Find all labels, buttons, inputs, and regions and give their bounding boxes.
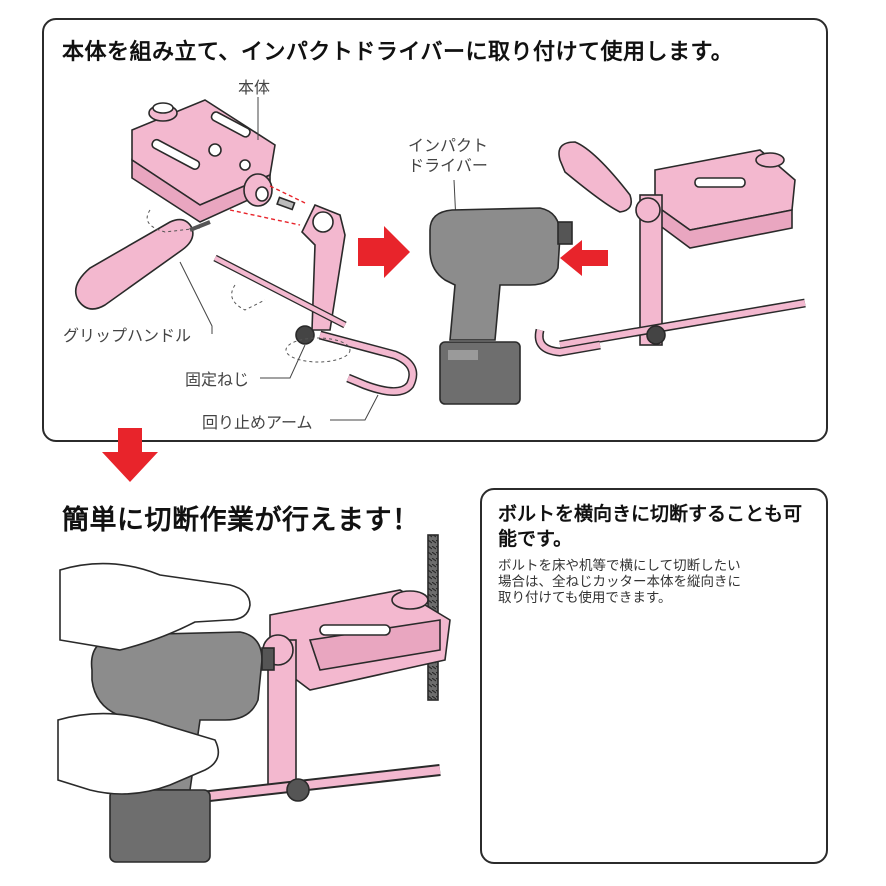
right-arrow-icon [358, 226, 410, 278]
exploded-tool-illustration [74, 99, 418, 396]
down-arrow-icon [102, 428, 158, 482]
main-heading: 簡単に切断作業が行えます！ [62, 505, 420, 536]
horizontal-cut-heading: ボルトを横向きに切断することも可能です。 [498, 503, 803, 550]
impact-driver-label-line2: ドライバー [408, 156, 488, 175]
description-line: ボルトを床や机等で横にして切断したい [498, 558, 741, 574]
horizontal-cut-description: ボルトを床や机等で横にして切断したい 場合は、全ねじカッター本体を縦向きに 取り… [498, 558, 818, 606]
horizontal-cut-panel: ボルトを横向きに切断することも可能です。 ボルトを床や机等で横にして切断したい … [480, 488, 828, 864]
anti-rotation-arm-label: 回り止めアーム [202, 413, 313, 432]
impact-driver-label: インパクト ドライバー [408, 136, 488, 176]
impact-driver-label-line1: インパクト [408, 136, 489, 155]
assembled-tool-illustration [534, 141, 806, 357]
fixing-screw-label: 固定ねじ [185, 370, 250, 389]
description-line: 取り付けても使用できます。 [498, 590, 672, 606]
description-line: 場合は、全ねじカッター本体を縦向きに [498, 574, 741, 590]
assembly-heading: 本体を組み立て、インパクトドライバーに取り付けて使用します。 [62, 40, 734, 65]
body-label: 本体 [238, 78, 271, 97]
impact-driver-illustration [429, 207, 573, 405]
grip-handle-label: グリップハンドル [63, 326, 192, 345]
usage-illustration [57, 534, 451, 863]
left-arrow-icon [560, 240, 608, 276]
